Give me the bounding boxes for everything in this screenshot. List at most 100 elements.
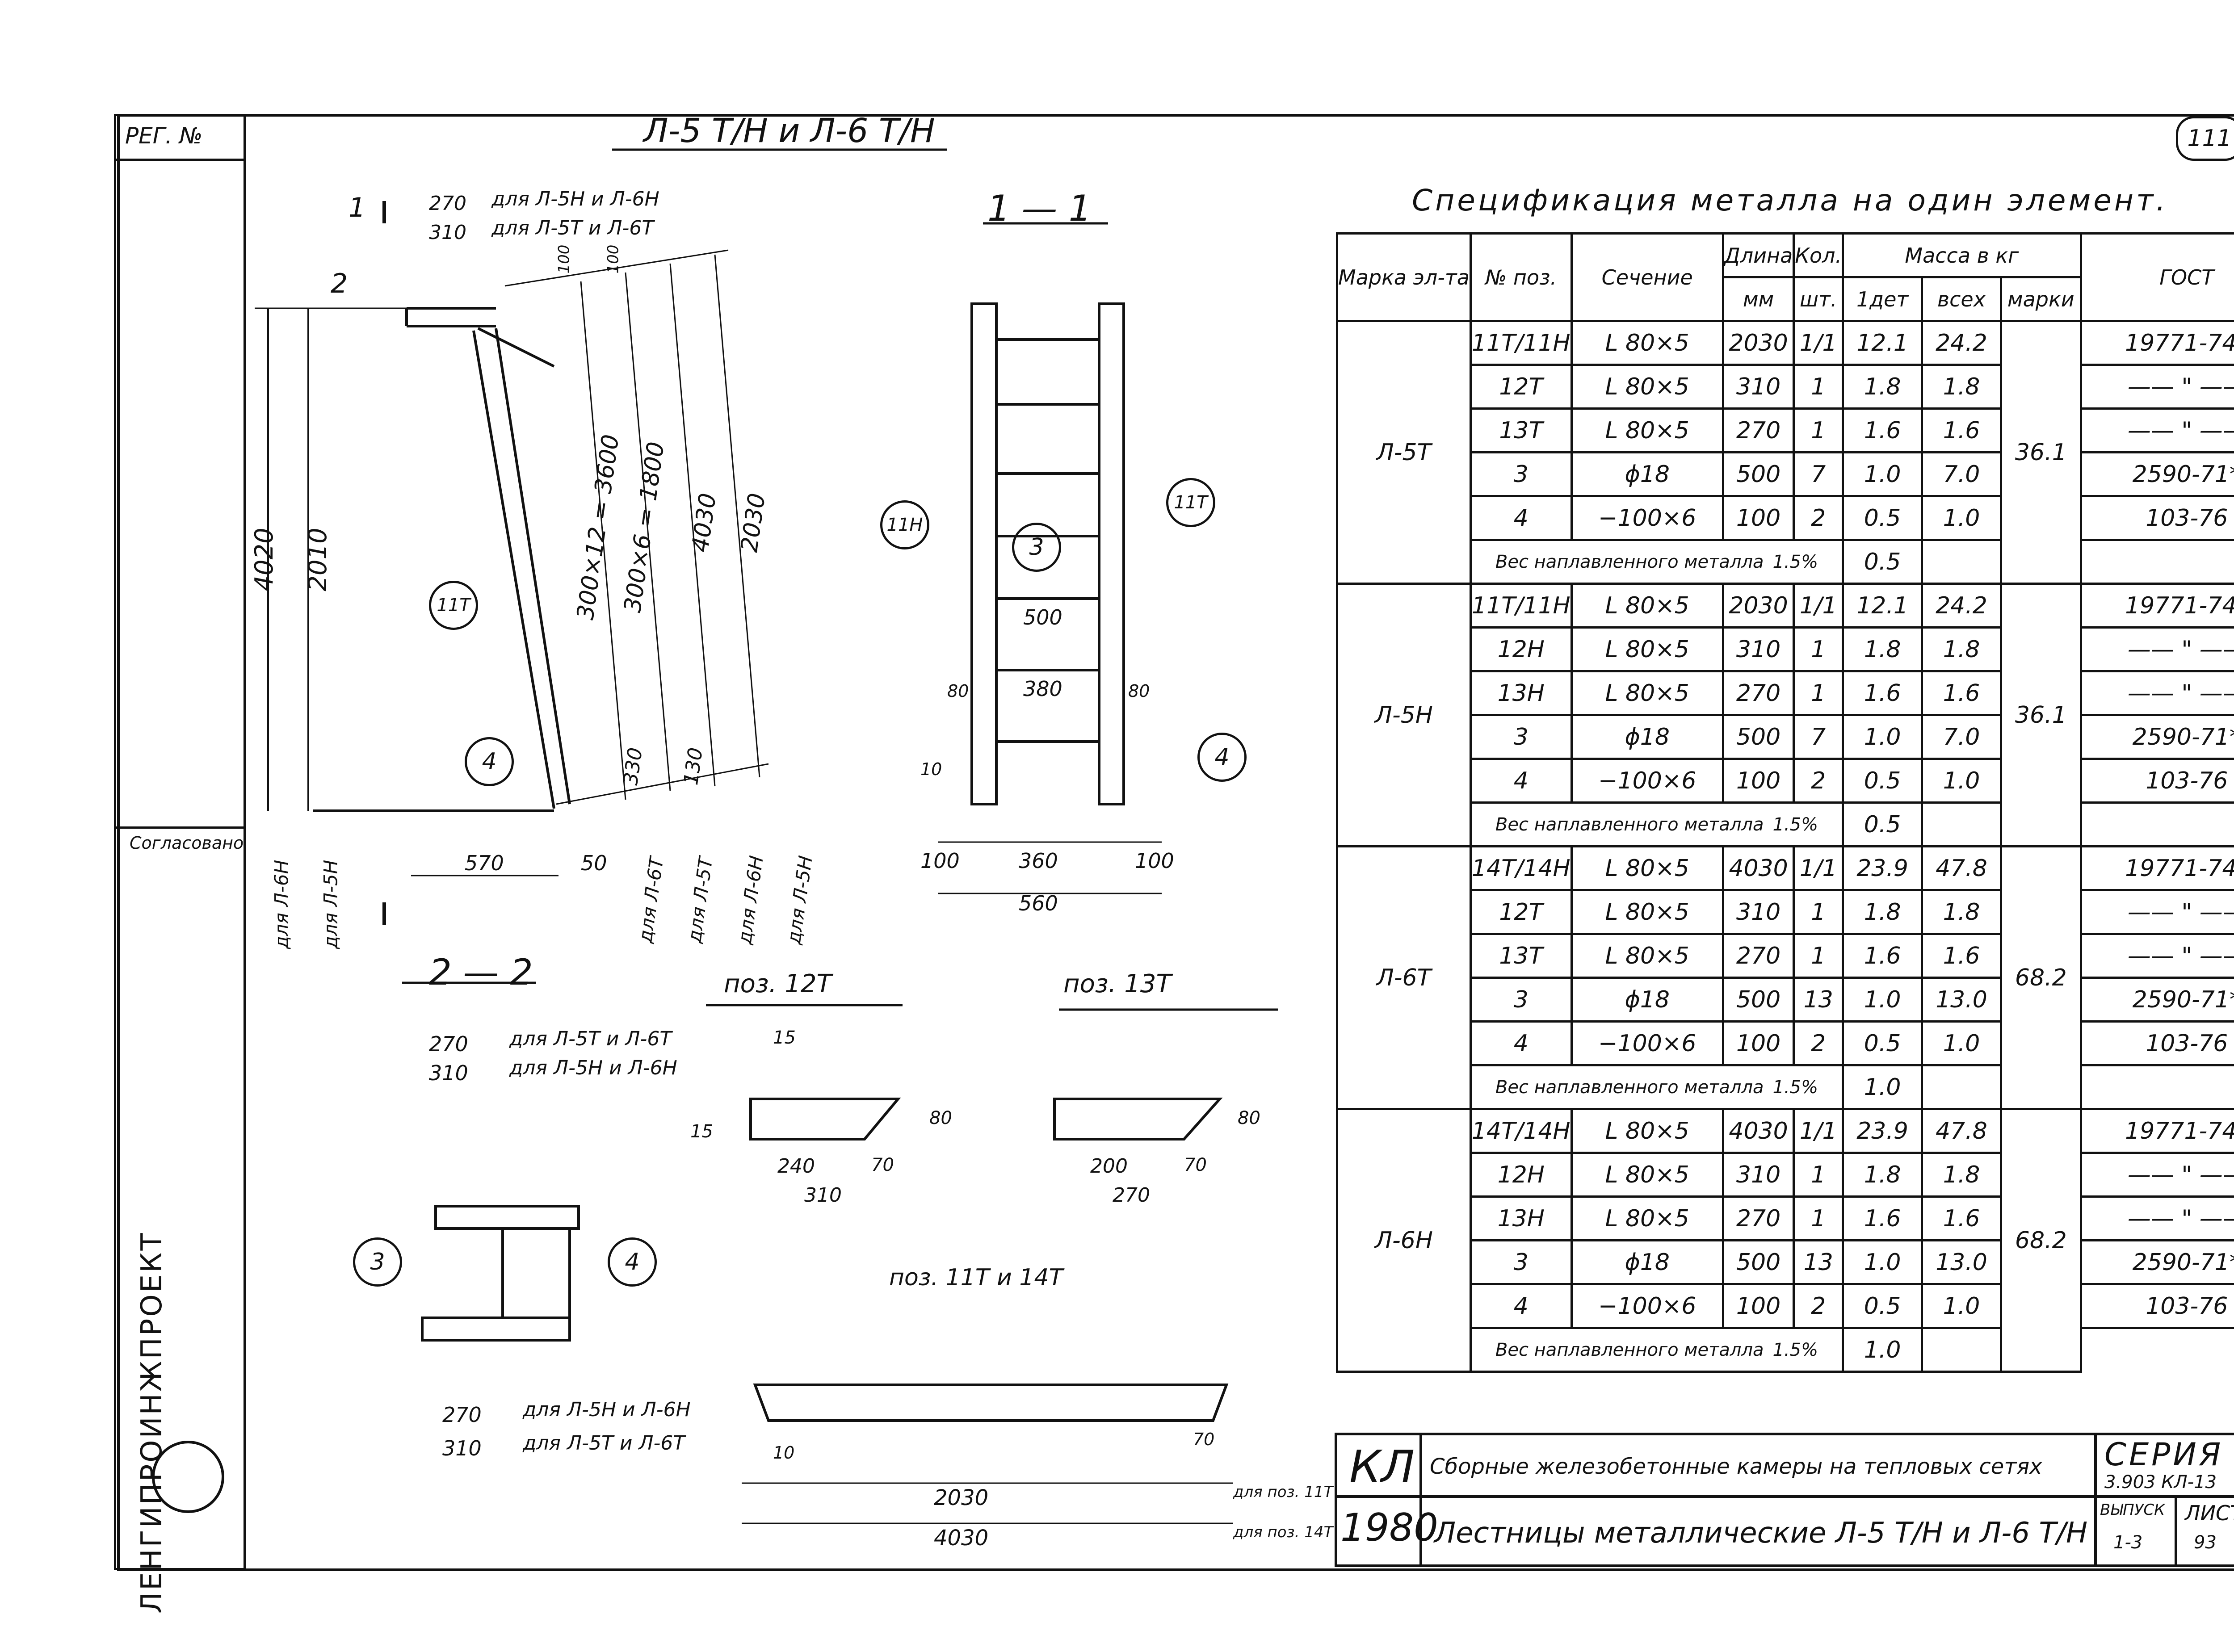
spec-cell: 1.8	[1921, 1152, 2002, 1198]
spec-cell: 3	[1469, 714, 1573, 760]
spec-cell: 36.1	[1999, 583, 2082, 847]
spec-cell: 3	[1469, 451, 1573, 497]
spec-cell: L 80×5	[1570, 670, 1724, 716]
spec-cell: 19771-74*	[2079, 583, 2234, 629]
elev-dim: 100	[604, 244, 622, 274]
spec-cell: 1.6	[1921, 670, 2002, 716]
tb-year: 1980	[1340, 1505, 1438, 1550]
spec-cell: 7.0	[1921, 451, 2002, 497]
spec-cell: 3	[1469, 1239, 1573, 1285]
spec-cell: 1.0	[1842, 714, 1923, 760]
approved-label: Согласовано	[130, 833, 244, 853]
col-gost: ГОСТ	[2079, 232, 2234, 322]
tb-series: 3.903 КЛ-13	[2104, 1472, 2217, 1493]
pos11-dim: 70	[1193, 1430, 1215, 1449]
s22-note: для Л-5Н и Л-6Н	[509, 1057, 677, 1079]
spec-cell: 1/1	[1793, 1108, 1844, 1154]
spec-cell: 1.6	[1921, 1195, 2002, 1241]
spec-cell: 1.0	[1921, 1020, 2002, 1066]
weld-value: 1.0	[1842, 1327, 1923, 1373]
spec-cell: —— " ——	[2079, 1195, 2234, 1241]
spec-cell: 310	[1722, 626, 1795, 672]
spec-cell: 13Н	[1469, 1195, 1573, 1241]
col-mass: Масса в кг	[1842, 232, 2082, 278]
callout-label: 11Т	[437, 595, 470, 616]
callout-bubble: 11Т	[1166, 478, 1215, 527]
spec-cell: 2030	[1722, 320, 1795, 366]
spec-cell: 1.6	[1921, 407, 2002, 453]
spec-cell: 23.9	[1842, 845, 1923, 891]
spec-cell: —— " ——	[2079, 933, 2234, 979]
pos13-view	[1053, 1008, 1278, 1140]
spec-cell: 1	[1793, 364, 1844, 410]
spec-cell: 36.1	[1999, 320, 2082, 585]
spec-cell: 1.8	[1921, 364, 2002, 410]
spec-cell: L 80×5	[1570, 933, 1724, 979]
spec-cell: 500	[1722, 1239, 1795, 1285]
spec-cell: 11Т/11Н	[1469, 583, 1573, 629]
elev-dim: 4020	[249, 528, 279, 591]
s11-dim: 500	[1023, 605, 1062, 629]
pos12-dim: 80	[929, 1108, 952, 1128]
s11-dim: 80	[947, 681, 969, 701]
spec-cell: 2590-71*	[2079, 977, 2234, 1023]
spec-cell: 2	[1793, 1283, 1844, 1329]
pos11-14-title: поз. 11Т и 14Т	[889, 1264, 1063, 1291]
elev-dim: 50	[581, 851, 607, 875]
spec-cell: 1	[1793, 889, 1844, 935]
spec-cell: L 80×5	[1570, 407, 1724, 453]
spec-cell: 4	[1469, 1020, 1573, 1066]
section-2-2-view	[402, 981, 580, 1342]
spec-cell: 1.6	[1842, 407, 1923, 453]
col-mass-one: 1дет	[1842, 276, 1923, 322]
spec-cell: 100	[1722, 1283, 1795, 1329]
spec-cell: 100	[1722, 495, 1795, 541]
spec-cell: 0.5	[1842, 495, 1923, 541]
callout-bubble: 4	[608, 1237, 657, 1287]
weld-empty	[1921, 1064, 2002, 1110]
pos11-note: для поз. 14Т	[1233, 1523, 1333, 1541]
callout-label: 11Н	[886, 515, 923, 535]
spec-cell: —— " ——	[2079, 407, 2234, 453]
registry-notes-box	[116, 159, 244, 527]
s11-dim: 380	[1023, 677, 1062, 701]
spec-cell: L 80×5	[1570, 320, 1724, 366]
spec-cell: ϕ18	[1570, 451, 1724, 497]
elev-dim: 570	[465, 851, 504, 875]
section-1-1-title: 1 — 1	[987, 188, 1092, 229]
weld-pct: 1.5%	[1772, 814, 1818, 835]
spec-cell: 19771-74*	[2079, 320, 2234, 366]
spec-cell: 13Т	[1469, 933, 1573, 979]
spec-cell: 1.8	[1842, 1152, 1923, 1198]
weld-label-text: Вес наплавленного металла	[1495, 1339, 1764, 1360]
tb-issue: 1-3	[2113, 1532, 2143, 1553]
spec-cell: 1.0	[1842, 977, 1923, 1023]
weld-value: 0.5	[1842, 539, 1923, 585]
spec-cell: —— " ——	[2079, 889, 2234, 935]
spec-cell: 1	[1793, 670, 1844, 716]
spec-cell: −100×6	[1570, 495, 1724, 541]
spec-cell: 270	[1722, 933, 1795, 979]
spec-cell: 1.8	[1842, 626, 1923, 672]
weld-label-text: Вес наплавленного металла	[1495, 814, 1764, 835]
spec-cell: 7	[1793, 714, 1844, 760]
spec-cell: 1	[1793, 407, 1844, 453]
spec-cell: 47.8	[1921, 1108, 2002, 1154]
spec-cell: 12Н	[1469, 626, 1573, 672]
spec-cell: 14Т/14Н	[1469, 845, 1573, 891]
spec-cell: 68.2	[1999, 845, 2082, 1110]
elevation-view	[255, 201, 769, 925]
spec-cell: 100	[1722, 1020, 1795, 1066]
callout-label: 4	[482, 748, 497, 775]
